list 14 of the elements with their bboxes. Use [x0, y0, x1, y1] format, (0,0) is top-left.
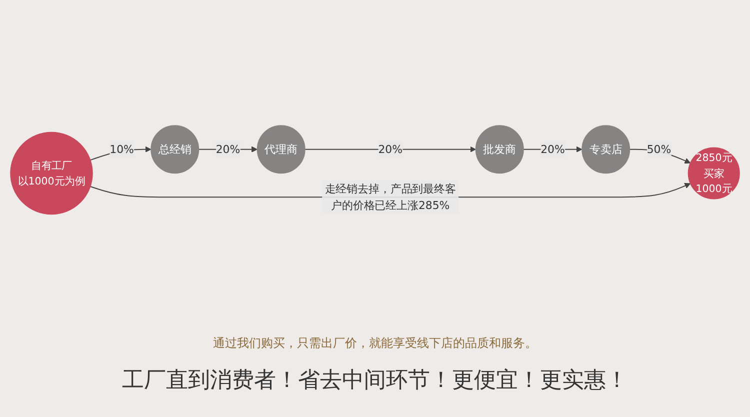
edge-label: 10%	[110, 142, 134, 156]
node-circle: 2850元 买家 1000元	[688, 147, 740, 200]
edge-label: 20%	[216, 142, 240, 156]
edge-label: 50%	[646, 142, 672, 156]
node-circle: 代理商	[256, 125, 306, 174]
caption: 工厂直到消费者！省去中间环节！更便宜！更实惠！	[121, 367, 629, 395]
node-circle: 总经销	[150, 125, 200, 174]
node-circle: 自有工厂 以1000元为例	[10, 132, 93, 215]
node-circle: 批发商	[475, 125, 524, 174]
node-circle: 专卖店	[582, 125, 630, 174]
edge-label: 20%	[540, 142, 565, 156]
note: 通过我们购买，只需出厂价，就能享受线下店的品质和服务。	[212, 335, 538, 352]
edge-label: 走经销去掉，产品到最终客户的价格已经上涨285%	[324, 182, 456, 212]
edge-label: 20%	[378, 142, 403, 156]
